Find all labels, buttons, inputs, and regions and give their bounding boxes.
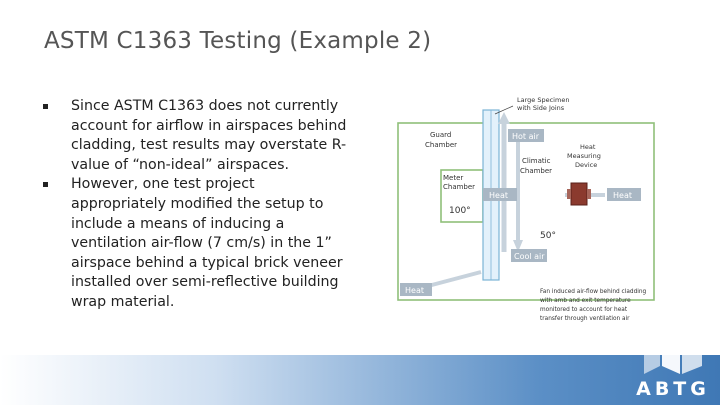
heat-bottom-label: Heat bbox=[405, 286, 424, 295]
hot-air-arrowhead bbox=[498, 112, 510, 124]
bullet-text-1: Since ASTM C1363 does not currently acco… bbox=[71, 98, 347, 173]
specimen-leader bbox=[494, 105, 514, 115]
bullet-list: Since ASTM C1363 does not currently acco… bbox=[42, 97, 352, 313]
cool-air-badge bbox=[511, 249, 547, 262]
device-cap-left bbox=[567, 189, 571, 199]
heat-right-label: Heat bbox=[613, 191, 632, 200]
climatic-chamber-line-1: Climatic bbox=[522, 157, 551, 165]
bullet-item-1: Since ASTM C1363 does not currently acco… bbox=[42, 97, 352, 175]
hot-air-badge bbox=[508, 129, 544, 142]
guard-chamber-line-2: Chamber bbox=[425, 141, 457, 149]
climatic-chamber-line-2: Chamber bbox=[520, 167, 552, 175]
bullet-text-2: However, one test project appropriately … bbox=[71, 176, 343, 310]
note-line-4: transfer through ventilation air bbox=[540, 316, 630, 322]
slide-title: ASTM C1363 Testing (Example 2) bbox=[44, 28, 432, 54]
meter-temp: 100° bbox=[449, 206, 471, 216]
meter-chamber-line-1: Meter bbox=[443, 174, 463, 182]
guard-chamber-line-1: Guard bbox=[430, 131, 451, 139]
chamber-frame bbox=[397, 122, 655, 301]
hot-air-label: Hot air bbox=[512, 132, 540, 141]
bullet-square-icon bbox=[43, 104, 48, 109]
abtg-logo-icon bbox=[644, 334, 702, 374]
hmd-line-3: Device bbox=[575, 161, 597, 169]
heat-center-label: Heat bbox=[489, 191, 508, 200]
heat-bottom-arrow bbox=[427, 270, 482, 288]
climatic-temp: 50° bbox=[540, 231, 556, 241]
specimen-label-line-2: with Side Joins bbox=[517, 104, 565, 112]
bottom-gradient-band bbox=[0, 355, 720, 405]
note-line-1: Fan induced air-flow behind cladding bbox=[540, 289, 647, 295]
cool-air-arrowhead bbox=[513, 240, 523, 252]
meter-chamber-line-2: Chamber bbox=[443, 183, 475, 191]
heat-right-badge bbox=[607, 188, 641, 201]
cool-air-label: Cool air bbox=[514, 252, 545, 261]
note-line-2: with amb and exit temperature bbox=[540, 298, 631, 304]
abtg-logo-text: ABTG bbox=[636, 378, 710, 400]
bullet-item-2: However, one test project appropriately … bbox=[42, 175, 352, 312]
test-setup-diagram: Hot air Heat Heat Cool air Heat Large Sp… bbox=[397, 96, 655, 322]
note-line-3: monitored to account for heat bbox=[540, 307, 628, 313]
bullet-square-icon bbox=[43, 182, 48, 188]
device-cap-right bbox=[587, 189, 591, 199]
hmd-line-2: Measuring bbox=[567, 152, 601, 160]
hmd-line-1: Heat bbox=[580, 143, 596, 151]
specimen-label-line-1: Large Specimen bbox=[517, 96, 569, 104]
heat-center-badge bbox=[483, 188, 517, 201]
heat-measuring-device bbox=[570, 182, 588, 206]
heat-bottom-badge bbox=[400, 283, 432, 296]
